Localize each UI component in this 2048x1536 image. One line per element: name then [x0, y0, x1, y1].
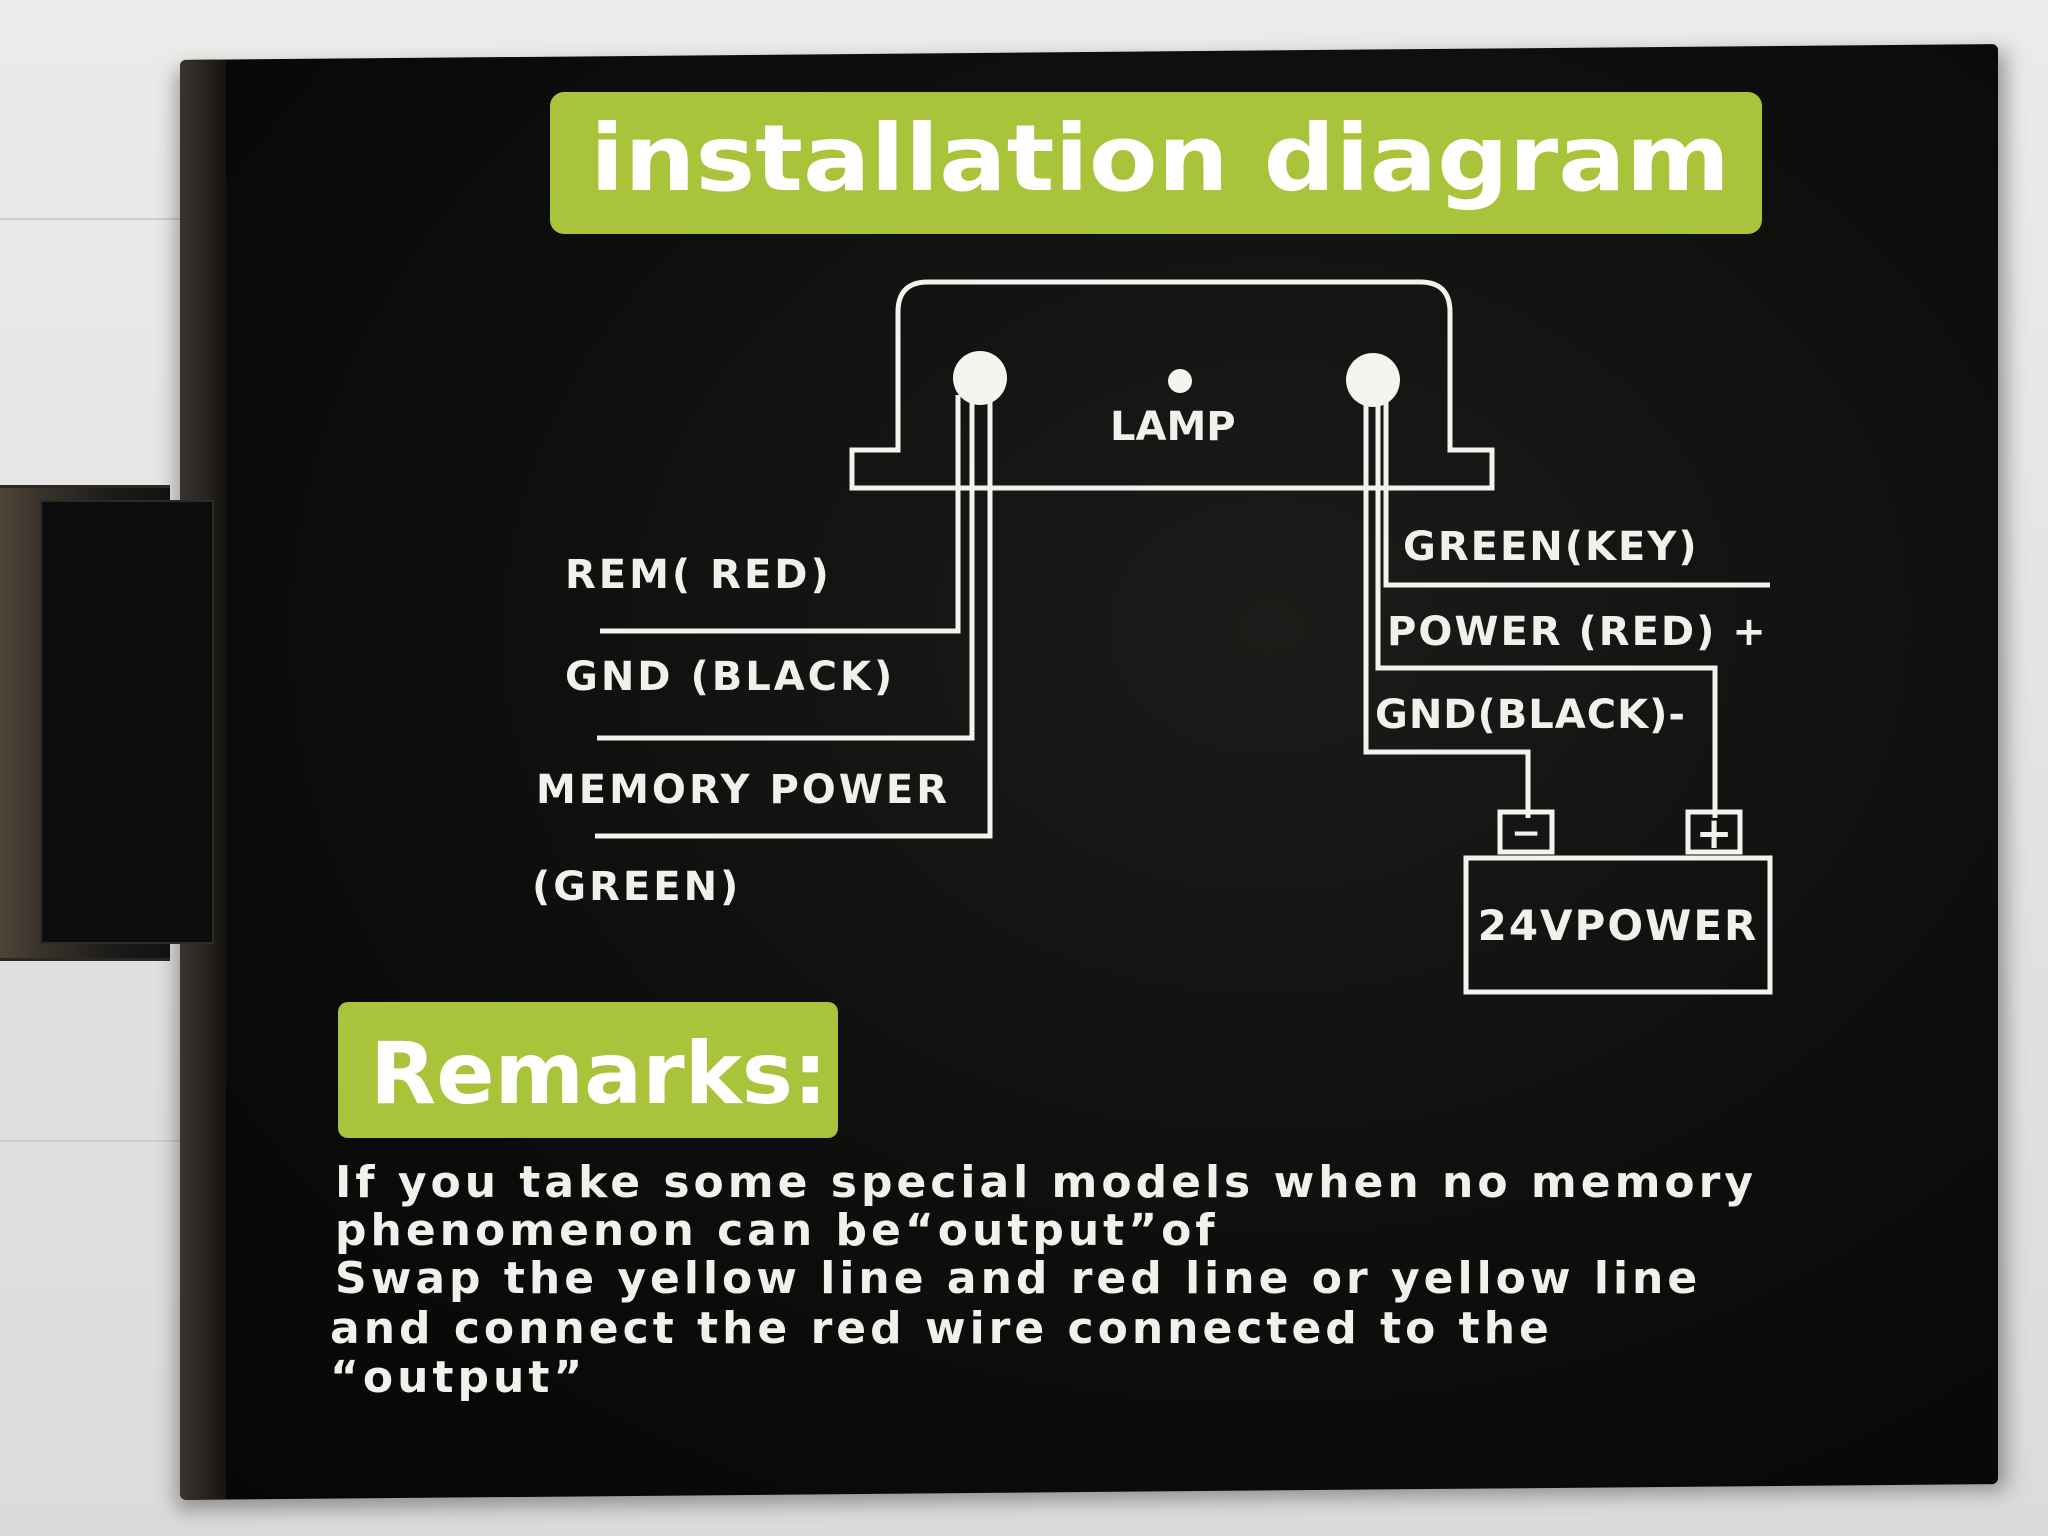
remarks-banner [338, 1002, 838, 1138]
power-red-wire [1375, 398, 1718, 818]
diagram-title: installation diagram [590, 105, 1730, 212]
remarks-heading: Remarks: [370, 1024, 827, 1124]
green-key-wire [1383, 398, 1770, 588]
remarks-line: If you take some special models when no … [335, 1157, 1757, 1208]
battery-body [1463, 855, 1773, 995]
background-board-seam [0, 1140, 210, 1142]
minus-icon: − [1511, 813, 1541, 854]
battery-minus-terminal [1497, 809, 1555, 855]
controller-outline [849, 279, 1495, 491]
power-red-label: POWER (RED) + [1387, 609, 1768, 655]
memory-power-label: MEMORY POWER [536, 767, 950, 813]
background-board-seam [0, 218, 210, 220]
gnd-label: GND (BLACK) [565, 654, 895, 700]
gnd-wire [597, 395, 975, 741]
gnd-black-label: GND(BLACK)- [1375, 692, 1686, 738]
memory-power-color-label: (GREEN) [532, 864, 741, 910]
green-key-label: GREEN(KEY) [1403, 524, 1699, 570]
remarks-line: and connect the red wire connected to th… [330, 1303, 1553, 1354]
box-flap [40, 500, 214, 944]
left-connector-icon [953, 351, 1007, 405]
gnd-black-wire [1363, 398, 1531, 818]
lamp-label: LAMP [1110, 404, 1236, 450]
right-connector-icon [1346, 353, 1400, 407]
remarks-line: phenomenon can be“output”of [335, 1205, 1219, 1256]
remarks-line: Swap the yellow line and red line or yel… [335, 1253, 1701, 1304]
rem-wire [600, 395, 961, 634]
lamp-indicator-icon [1168, 369, 1192, 393]
title-banner [550, 92, 1762, 234]
plus-icon: + [1696, 808, 1733, 859]
memory-power-wire [595, 395, 993, 839]
remarks-line: “output” [330, 1352, 586, 1403]
rem-label: REM( RED) [565, 552, 832, 598]
battery-plus-terminal [1685, 809, 1743, 855]
battery-label: 24VPOWER [1478, 901, 1759, 950]
